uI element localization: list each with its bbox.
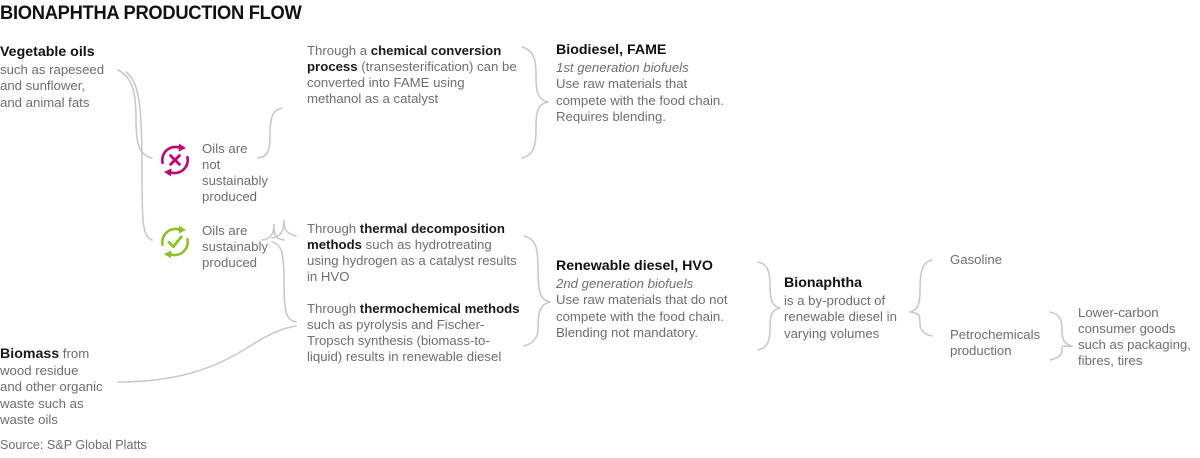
node-vegetable-oils: Vegetable oils such as rapeseed and sunf… [0,44,135,111]
renewable-diesel-line-2: compete with the food chain. [556,308,724,324]
biomass-body: Biomass from wood residue and other orga… [0,346,130,428]
renewable-diesel-line-3: Blending not mandatory. [556,324,698,340]
biomass-heading: Biomass [0,346,60,362]
lower-carbon-line-1: Lower-carbon [1078,305,1159,320]
end-use-lower-carbon-goods: Lower-carbon consumer goods such as pack… [1078,305,1198,369]
petrochemicals-line-1: Petrochemicals [950,327,1041,342]
bionaphtha-body: is a by-product of renewable diesel in v… [784,293,929,341]
circular-arrows-x-icon [160,143,190,177]
biodiesel-body: Use raw materials that compete with the … [556,76,756,124]
gate-not-sustainably-produced-label: Oils are not sustainably produced [202,141,268,205]
biodiesel-line-3: Requires blending. [556,108,666,124]
connector-gate2-brace-bottom [271,241,297,323]
connector-brace-renewable-top [523,235,551,303]
vegetable-oils-line-1: such as rapeseed [0,62,105,78]
lower-carbon-line-3: such as packaging, [1078,337,1191,353]
biomass-line-1: wood residue [0,363,79,379]
connector-brace-biodiesel-bottom [521,101,549,159]
process-chemical-conversion: Through a chemical conversion process (t… [307,43,522,107]
gate-sustainably-produced: Oils are sustainably produced [155,222,268,270]
renewable-diesel-line-1: Use raw materials that do not [556,292,728,308]
page-title: BIONAPHTHA PRODUCTION FLOW [0,2,302,24]
connector-brace-biodiesel-top [521,46,549,103]
bionaphtha-heading: Bionaphtha [784,275,863,291]
petrochemicals-line-2: production [950,343,1012,359]
connector-gate2-brace-top [271,219,297,239]
gate2-line-2: sustainably [202,239,268,255]
vegetable-oils-body: such as rapeseed and sunflower, and anim… [0,62,135,110]
thermochemical-bold: thermochemical methods [359,301,520,316]
output-bionaphtha: Bionaphtha is a by-product of renewable … [784,275,929,342]
process-thermal-decomposition: Through thermal decomposition methods su… [307,221,525,285]
biomass-line-2: and other organic [0,379,103,395]
process-thermochemical: Through thermochemical methods such as p… [307,301,522,365]
biomass-heading-line: Biomass from [0,346,130,363]
renewable-diesel-subtitle: 2nd generation biofuels [556,276,694,292]
vegetable-oils-heading: Vegetable oils [0,44,95,60]
gate-not-sustainably-produced: Oils are not sustainably produced [155,140,268,204]
lower-carbon-line-2: consumer goods [1078,321,1176,337]
biomass-line-4: waste oils [0,411,58,427]
chemical-conversion-pre: Through a [307,43,371,58]
gate1-line-2: sustainably [202,173,268,189]
biomass-heading-suffix: from [59,346,90,361]
gate2-line-3: produced [202,255,257,271]
biomass-line-3: waste such as [0,395,84,411]
gate1-line-3: produced [202,189,257,205]
circular-arrows-check-icon [160,225,190,259]
end-use-petrochemicals: Petrochemicals production [950,327,1060,359]
gate1-line-1: Oils are not [202,141,248,173]
bionaphtha-line-1: is a by-product of [784,293,886,309]
gate-sustainably-produced-label: Oils are sustainably produced [202,223,268,271]
biodiesel-line-1: Use raw materials that [556,76,688,92]
connector-biomass-to-process [117,325,297,383]
renewable-diesel-heading: Renewable diesel, HVO [556,258,713,274]
connector-brace-renewable-bottom [523,301,551,347]
chemical-conversion-post: (transesterification) can be converted i… [307,59,517,107]
biodiesel-subtitle: 1st generation biofuels [556,60,689,76]
bionaphtha-line-2: renewable diesel in [784,309,897,325]
thermal-decomposition-bold: thermal decomposition methods [307,221,505,253]
vegetable-oils-line-3: and animal fats [0,94,90,110]
biodiesel-line-2: compete with the food chain. [556,92,724,108]
source-note: Source: S&P Global Platts [0,438,147,452]
thermal-decomposition-pre: Through [307,221,360,236]
connector-brace-bionaphtha-bottom [757,307,781,351]
thermochemical-pre: Through [307,301,360,316]
connector-brace-bionaphtha-top [757,261,781,309]
thermal-decomposition-post: such as hydrotreating using hydrogen as … [307,237,517,285]
chemical-conversion-bold: chemical conversion process [307,43,502,75]
node-biomass: Biomass from wood residue and other orga… [0,346,130,428]
bionaphtha-line-3: varying volumes [784,325,880,341]
gate2-line-1: Oils are [202,223,248,238]
lower-carbon-line-4: fibres, tires [1078,353,1143,369]
output-renewable-diesel: Renewable diesel, HVO 2nd generation bio… [556,258,756,341]
output-biodiesel: Biodiesel, FAME 1st generation biofuels … [556,42,756,125]
thermochemical-post: such as pyrolysis and Fischer-Tropsch sy… [307,317,502,365]
renewable-diesel-body: Use raw materials that do not compete wi… [556,292,756,340]
end-use-gasoline: Gasoline [950,252,1003,267]
biodiesel-heading: Biodiesel, FAME [556,42,667,58]
vegetable-oils-line-2: and sunflower, [0,78,86,94]
